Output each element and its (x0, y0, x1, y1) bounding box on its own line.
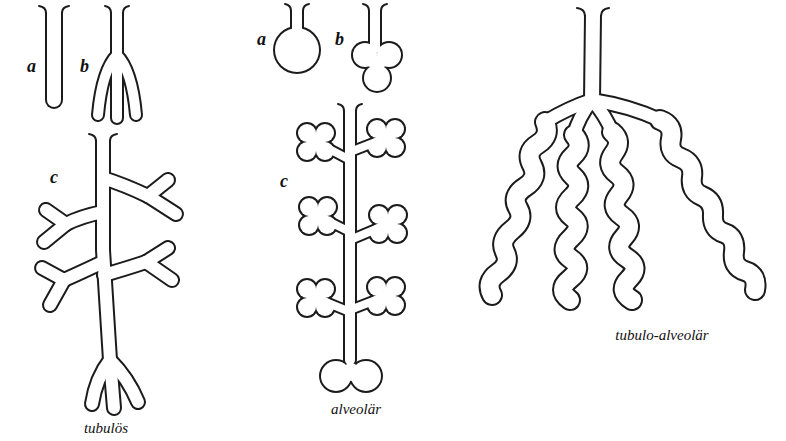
alveolus-lumen (298, 120, 406, 316)
gland-wall (42, 10, 756, 408)
figure-letter: b (80, 57, 89, 75)
figure-letter: c (280, 172, 288, 190)
duct-opening (43, 0, 604, 140)
figure-letter: b (335, 30, 344, 48)
figure-letter: c (50, 168, 58, 186)
figure-caption: tubulös (84, 421, 128, 436)
figure-letter: a (27, 57, 36, 75)
figure-caption: tubulo-alveolär (615, 328, 708, 343)
duct-lip (39, 4, 609, 141)
figure-letter: a (257, 30, 266, 48)
gland-lumen (42, 10, 756, 408)
figure-caption: alveolär (331, 402, 381, 417)
